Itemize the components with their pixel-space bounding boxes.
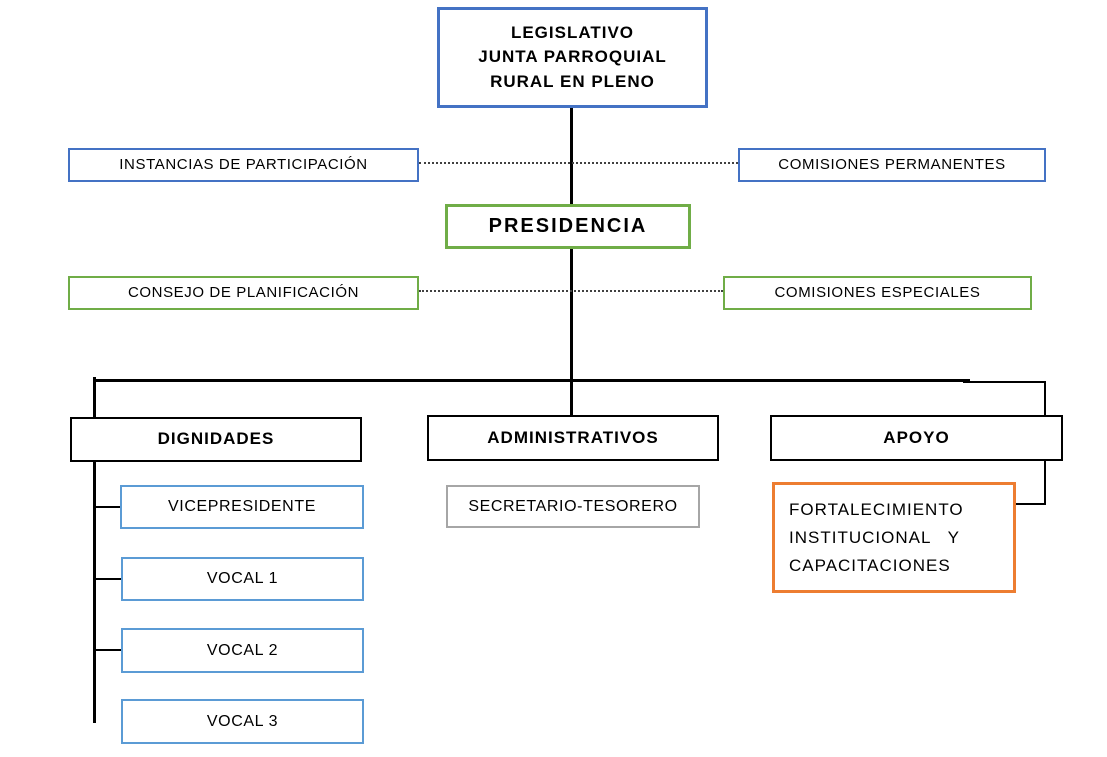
- node-dignidades: DIGNIDADES: [70, 417, 362, 462]
- connector-legislativo-presidencia: [570, 106, 573, 204]
- node-vocal3: VOCAL 3: [121, 699, 364, 744]
- node-vocal1-label: VOCAL 1: [206, 570, 279, 588]
- connector-branches-horizontal-right: [963, 381, 1046, 383]
- connector-presidencia-administrativos: [570, 249, 573, 415]
- node-comisiones-especiales-label: COMISIONES ESPECIALES: [774, 284, 981, 302]
- connector-apoyo-elbow-vertical: [1044, 460, 1046, 505]
- node-secretario-tesorero: SECRETARIO-TESORERO: [446, 485, 700, 528]
- node-vocal2-label: VOCAL 2: [206, 641, 279, 659]
- node-presidencia-label: PRESIDENCIA: [488, 215, 648, 237]
- connector-branches-horizontal: [93, 379, 970, 382]
- node-consejo-planificacion: CONSEJO DE PLANIFICACIÓN: [68, 276, 419, 310]
- connector-drop-dignidades: [93, 377, 96, 417]
- node-consejo-planificacion-label: CONSEJO DE PLANIFICACIÓN: [127, 284, 360, 302]
- connector-tick-vicepresidente: [95, 506, 120, 508]
- node-fortalecimiento-label: FORTALECIMIENTO INSTITUCIONAL Y CAPACITA…: [789, 499, 964, 575]
- node-secretario-tesorero-label: SECRETARIO-TESORERO: [468, 497, 678, 515]
- node-dignidades-label: DIGNIDADES: [157, 429, 275, 449]
- node-apoyo: APOYO: [770, 415, 1063, 461]
- node-vocal1: VOCAL 1: [121, 557, 364, 601]
- node-comisiones-permanentes-label: COMISIONES PERMANENTES: [778, 156, 1006, 174]
- node-comisiones-permanentes: COMISIONES PERMANENTES: [738, 148, 1046, 182]
- node-legislativo-label: LEGISLATIVO JUNTA PARROQUIAL RURAL EN PL…: [478, 22, 667, 91]
- connector-consejo-especiales-dotted: [419, 290, 723, 292]
- node-vocal3-label: VOCAL 3: [206, 712, 279, 730]
- node-instancias-participacion-label: INSTANCIAS DE PARTICIPACIÓN: [119, 156, 368, 174]
- node-administrativos-label: ADMINISTRATIVOS: [487, 427, 659, 447]
- node-instancias-participacion: INSTANCIAS DE PARTICIPACIÓN: [68, 148, 419, 182]
- connector-tick-vocal1: [95, 578, 121, 580]
- node-fortalecimiento: FORTALECIMIENTO INSTITUCIONAL Y CAPACITA…: [772, 482, 1016, 593]
- node-apoyo-label: APOYO: [883, 427, 950, 447]
- node-presidencia: PRESIDENCIA: [445, 204, 691, 249]
- connector-dignidades-spine: [93, 462, 96, 723]
- node-administrativos: ADMINISTRATIVOS: [427, 415, 719, 461]
- connector-apoyo-elbow-horizontal: [1016, 503, 1046, 505]
- node-legislativo: LEGISLATIVO JUNTA PARROQUIAL RURAL EN PL…: [437, 7, 708, 108]
- node-vocal2: VOCAL 2: [121, 628, 364, 673]
- node-vicepresidente: VICEPRESIDENTE: [120, 485, 364, 529]
- connector-instancias-comisiones-dotted: [419, 162, 738, 164]
- node-comisiones-especiales: COMISIONES ESPECIALES: [723, 276, 1032, 310]
- connector-tick-vocal2: [95, 649, 121, 651]
- node-vicepresidente-label: VICEPRESIDENTE: [168, 498, 316, 516]
- connector-drop-apoyo: [1044, 382, 1046, 415]
